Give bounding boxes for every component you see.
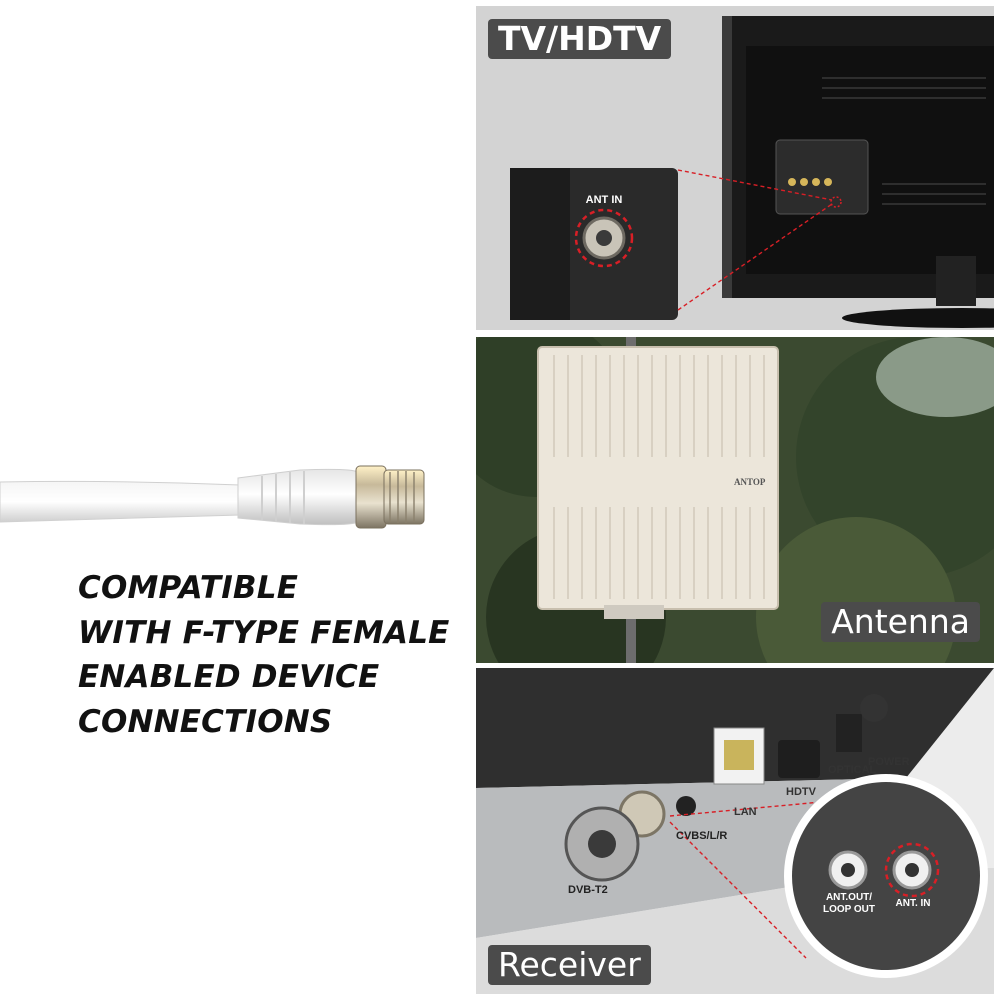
ant-out-loop-out-label: ANT.OUT/ LOOP OUT [822,892,876,915]
compatibility-caption: COMPATIBLE WITH F-TYPE FEMALE ENABLED DE… [78,566,458,744]
dvb-t2-port-label: DVB-T2 [568,884,608,896]
ant-in-label: ANT IN [585,194,623,206]
power-port-label: POWER [868,756,910,768]
antop-brand-label: ANTOP [734,477,766,487]
antenna-panel: ANTOP Antenna [476,337,994,663]
cvbs-port-label: CVBS/L/R [676,830,728,842]
tv-tag: TV/HDTV [488,19,672,59]
product-column: COMPATIBLE WITH F-TYPE FEMALE ENABLED DE… [0,0,470,1000]
receiver-panel: LAN HDTV OPTICAL POWER CVBS/L/R DVB-T2 A… [476,668,994,994]
antenna-tag: Antenna [821,602,980,642]
optical-port-label: OPTICAL [828,764,877,776]
caption-line: COMPATIBLE [78,570,299,606]
lan-port-label: LAN [734,806,757,818]
ant-in-inset-label: ANT. IN [895,898,931,909]
hdtv-port-label: HDTV [786,786,816,798]
receiver-tag: Receiver [488,945,651,985]
tv-back-image [510,16,994,328]
f-connector-cable-image [0,465,425,529]
caption-line: ENABLED DEVICE [78,659,380,695]
caption-line: WITH F-TYPE FEMALE [78,614,450,651]
antenna-photo [476,337,994,663]
caption-line: CONNECTIONS [78,703,333,740]
tv-panel: ANT IN TV/HDTV [476,6,994,330]
